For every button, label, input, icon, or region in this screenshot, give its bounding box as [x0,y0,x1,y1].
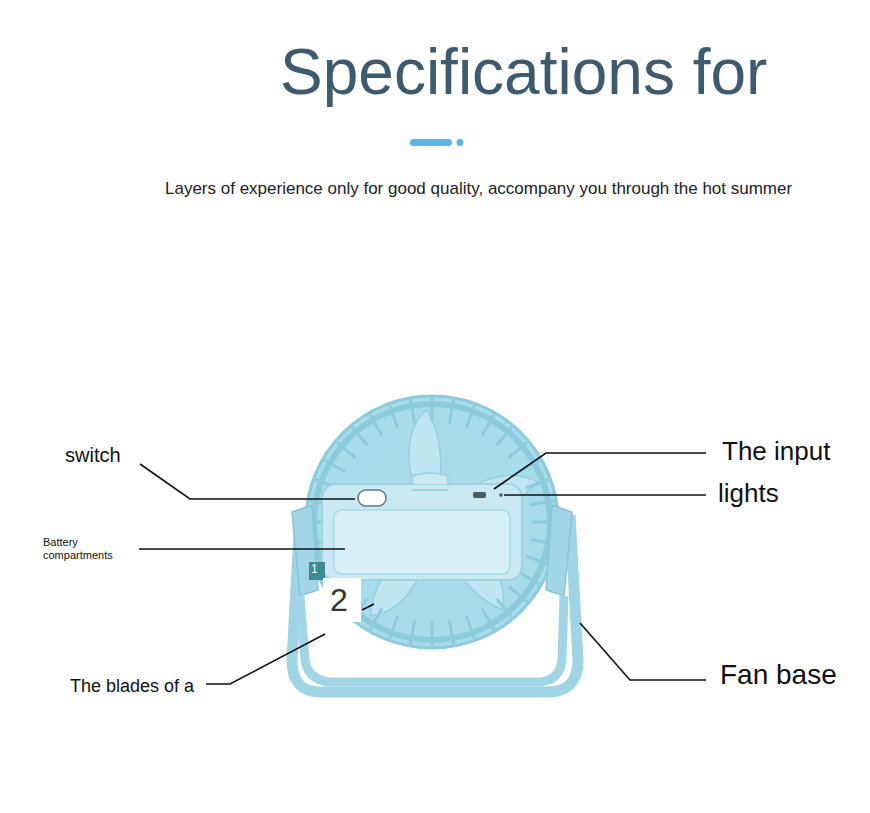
guard-rib [449,620,453,644]
guard-rib [466,616,474,639]
guard-rib [390,616,398,639]
guard-rib [526,556,549,564]
guard-rib [449,400,453,424]
guard-rib [352,427,367,445]
guard-rib [526,480,549,488]
callout-label: The blades of a [70,676,194,697]
guard-rib [337,442,355,457]
guard-rib [370,609,382,630]
guard-rib [496,599,511,617]
guard-ribs [308,398,556,646]
leader-line [139,548,345,550]
clip-slot [412,489,448,491]
top-clip [412,473,448,484]
switch-button [358,490,386,506]
leader-line [206,634,325,684]
guard-rib [530,500,554,504]
guard-rib [509,586,527,601]
guard-rib [482,609,494,630]
guard-rib [482,415,494,436]
accent-dot [457,139,464,146]
usb-port [473,492,486,498]
guard-rib [410,620,414,644]
guard-rib [325,460,346,472]
indicator-light [499,493,503,497]
battery-compartment [334,510,510,574]
callout-label: lights [718,479,779,509]
guard-rib [466,405,474,428]
callout-label: Fan base [720,659,837,691]
guard-rib [519,572,540,584]
callout-patch [309,562,325,580]
guard-rib [370,415,382,436]
subtitle: Layers of experience only for good quali… [165,179,792,199]
callout-number: 1 [311,563,318,577]
leader-lines [139,453,706,684]
accent-bar [410,139,452,146]
leader-line [504,494,706,496]
stand-arm [546,505,572,596]
callout-patch [323,578,361,622]
guard-rib [431,398,434,422]
fan-guard [306,396,558,648]
callout-label: The input [722,437,830,467]
leader-line [494,453,706,489]
leader-line [580,623,706,680]
callout-label: Battery compartments [43,536,128,561]
stand-arm [292,505,318,596]
callout-number: 2 [330,582,348,619]
fan-blades [320,408,537,622]
page-title: Specifications for [280,36,767,110]
guard-ring [314,404,550,640]
guard-rib [509,442,527,457]
leader-line [140,464,355,499]
guard-rib [496,427,511,445]
guard-rib [410,400,414,424]
leader-line [362,604,374,610]
callout-label: switch [65,444,121,467]
guard-rib [431,622,434,646]
guard-rib [390,405,398,428]
